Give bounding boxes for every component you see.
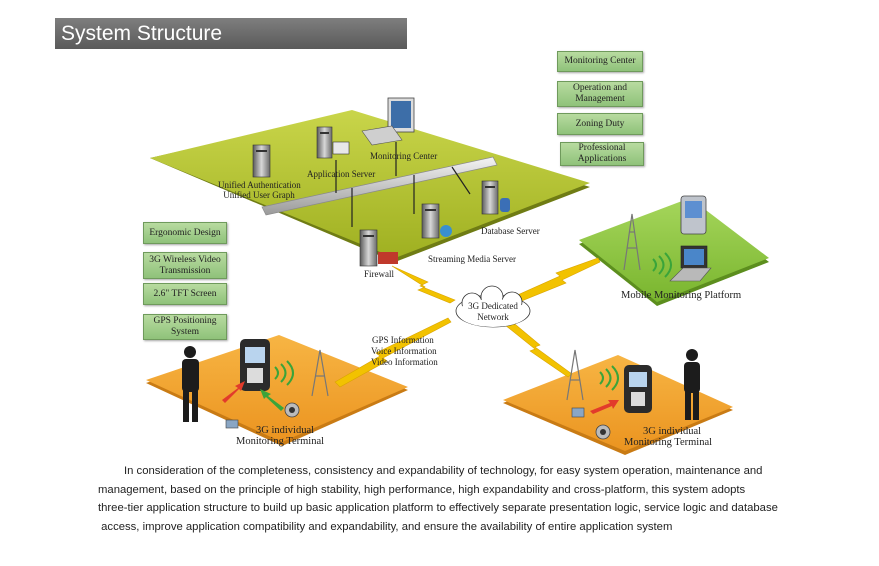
police-officer-right-icon — [684, 349, 700, 420]
label-database-server: Database Server — [481, 226, 540, 236]
feature-monitoring-center: Monitoring Center — [557, 51, 643, 72]
description-line: access, improve application compatibilit… — [98, 520, 673, 533]
label-terminal-left-line1: 3G individual — [256, 425, 315, 436]
microphone-right-icon — [571, 407, 585, 418]
feature-professional-applications: Professional Applications — [560, 142, 644, 166]
label-voice-information: Voice Information — [371, 346, 437, 356]
label-monitoring-center: Monitoring Center — [370, 151, 438, 161]
tower-right-icon — [566, 349, 584, 401]
tower-left-icon — [311, 349, 329, 397]
feature-operation-management: Operation and Management — [557, 81, 643, 107]
microphone-left-icon — [225, 419, 239, 429]
feature-zoning-duty: Zoning Duty — [557, 113, 643, 135]
description-line: three-tier application structure to buil… — [98, 502, 778, 515]
wireless-links — [334, 257, 601, 388]
arrows-right — [590, 400, 619, 414]
page-title: System Structure — [55, 18, 407, 49]
label-network: Network — [477, 312, 509, 322]
camera-left-icon — [284, 402, 300, 418]
link-server-network — [391, 265, 456, 304]
network-cloud — [455, 285, 531, 328]
feature-ergonomic-design: Ergonomic Design — [143, 222, 227, 244]
label-firewall: Firewall — [364, 269, 394, 279]
label-terminal-left-line2: Monitoring Terminal — [236, 436, 325, 447]
label-video-information: Video Information — [371, 357, 438, 367]
wifi-signal-icons — [274, 252, 672, 391]
camera-right-icon — [595, 424, 611, 440]
description-line: management, based on the principle of hi… — [98, 483, 746, 496]
label-3g-dedicated: 3G Dedicated — [468, 301, 518, 311]
arrows-left — [222, 381, 284, 411]
description-line: In consideration of the completeness, co… — [124, 465, 763, 477]
link-network-terminal-right — [504, 319, 573, 378]
label-gps-information: GPS Information — [372, 335, 434, 345]
mobile-platform — [579, 198, 769, 306]
feature-tft-screen: 2.6" TFT Screen — [143, 283, 227, 305]
terminal-device-left-icon — [240, 339, 270, 391]
label-terminal-right-line1: 3G individual — [643, 426, 702, 437]
link-network-terminal-left — [334, 317, 452, 388]
police-officer-left-icon — [182, 346, 199, 422]
tower-mobile-icon — [623, 213, 641, 271]
laptop-icon — [669, 245, 712, 282]
terminal-platform-left — [146, 335, 408, 446]
auth-server-icon — [252, 144, 271, 178]
network-bus — [261, 142, 498, 227]
database-server-icon — [481, 180, 510, 215]
feature-3g-wireless-video: 3G Wireless Video Transmission — [143, 252, 227, 279]
pda-icon — [680, 195, 707, 235]
label-application-server: Application Server — [307, 169, 376, 179]
application-server-icon — [316, 126, 350, 159]
label-mobile-monitoring-platform: Mobile Monitoring Platform — [621, 290, 742, 301]
terminal-device-right-icon — [624, 365, 652, 413]
monitoring-center-computer-icon — [361, 97, 415, 146]
label-unified-authentication: Unified Authentication — [218, 180, 301, 190]
firewall-server-icon — [359, 229, 398, 267]
label-terminal-right-line2: Monitoring Terminal — [624, 437, 713, 448]
description-paragraph: In consideration of the completeness, co… — [98, 462, 858, 536]
terminal-platform-right — [503, 355, 733, 455]
link-network-mobile — [512, 257, 601, 303]
streaming-server-icon — [421, 203, 452, 239]
feature-gps-positioning: GPS Positioning System — [143, 314, 227, 340]
label-unified-user-graph: Unified User Graph — [223, 190, 295, 200]
label-streaming-media-server: Streaming Media Server — [428, 254, 516, 264]
